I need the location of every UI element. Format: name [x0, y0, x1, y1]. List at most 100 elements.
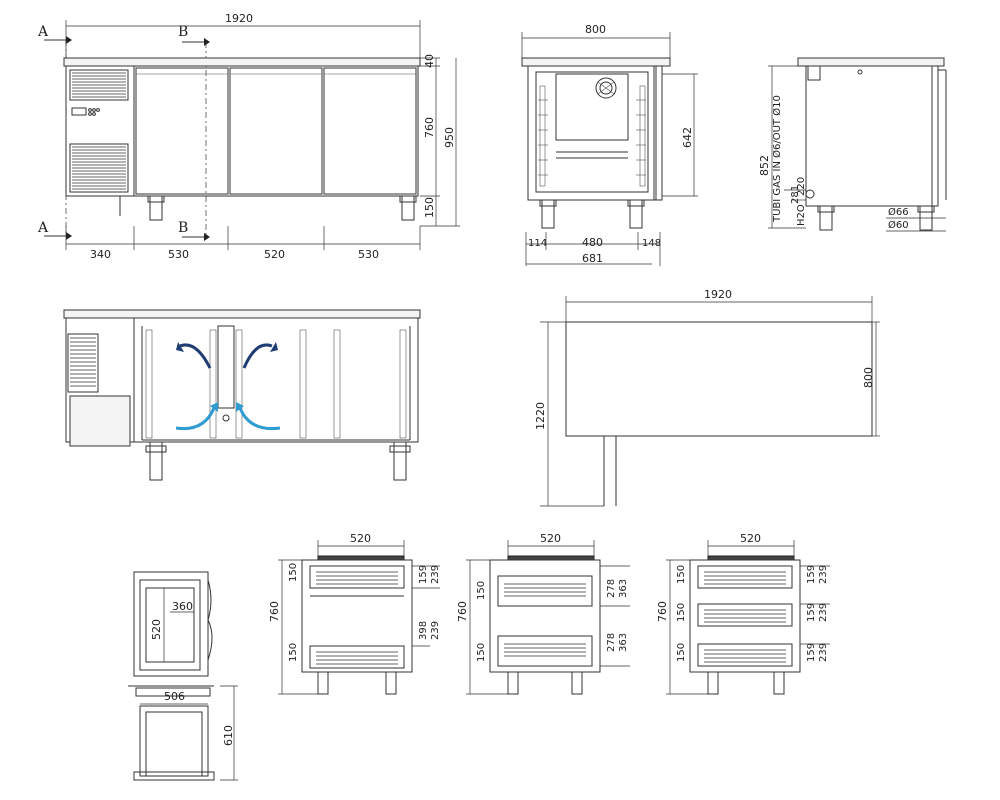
plan-top-outline	[565, 321, 873, 437]
plan-width: 1920	[704, 288, 732, 301]
front-bottom-width-2: 530	[168, 248, 189, 261]
drawer-2-width: 520	[540, 532, 561, 545]
fan-icon	[595, 77, 617, 99]
front-overall-width: 1920	[225, 12, 253, 25]
drawer-2-left-top: 150	[476, 581, 487, 600]
drawer-2-cabinet	[489, 559, 601, 673]
drawer-3-right-4: 239	[818, 603, 829, 622]
drawer-3-height: 760	[656, 601, 669, 622]
drawer-3-right-6: 239	[818, 643, 829, 662]
side-interior-height: 642	[681, 127, 694, 148]
front-body-height: 760	[423, 117, 436, 138]
profile-dim-220: 220	[796, 177, 807, 196]
side-shelf-guides	[538, 85, 646, 187]
plan-view: 1920 800 1220	[534, 288, 880, 507]
plan-depth: 800	[862, 367, 875, 388]
front-bottom-width-1: 340	[90, 248, 111, 261]
front-door-2	[229, 67, 323, 195]
door-base-width: 506	[164, 690, 185, 703]
side-section-view: 800 642 114 480 14	[521, 23, 698, 266]
section-arrow-b-top	[204, 38, 210, 46]
drawer-2-right-2: 363	[618, 579, 629, 598]
front-legs	[119, 195, 417, 221]
section-label-a-bottom: A	[37, 220, 49, 236]
air-out-arrow-right	[242, 343, 273, 369]
drawer-2-left-bottom: 150	[476, 643, 487, 662]
drawer-3-width: 520	[740, 532, 761, 545]
central-air-duct	[217, 325, 235, 409]
drawer-3-right-1: 159	[806, 565, 817, 584]
drawer-1-right-3: 398	[418, 621, 429, 640]
side-worktop	[521, 57, 671, 67]
air-out-arrow-left	[179, 343, 212, 369]
profile-worktop	[797, 57, 945, 67]
side-bottom-1: 114	[528, 238, 547, 249]
drawer-2-bottom	[497, 635, 593, 667]
plan-overall-depth: 1220	[534, 402, 547, 430]
section-label-b-top: B	[178, 24, 188, 40]
profile-dim-281: 281	[790, 185, 801, 204]
drawer-3-right-2: 239	[818, 565, 829, 584]
drawer-2-height: 760	[456, 601, 469, 622]
front-bottom-width-3: 520	[264, 248, 285, 261]
compressor-unit	[69, 395, 131, 447]
door-base-height: 610	[222, 725, 235, 746]
drawer-2-right-3: 278	[606, 633, 617, 652]
drawer-3-right-5: 159	[806, 643, 817, 662]
drawer-3-cabinet	[689, 559, 801, 673]
drawer-3-top	[697, 565, 793, 589]
drawer-1-bottom	[309, 645, 405, 669]
airflow-view	[63, 309, 421, 481]
door-inner-height: 520	[150, 619, 163, 640]
drawer-view-1: 520 760 150 150 159 239 398 239	[268, 532, 441, 695]
front-door-1	[135, 67, 229, 195]
airflow-worktop	[63, 309, 421, 319]
drain-outlet	[805, 189, 815, 199]
drawer-view-2: 520 760 150 150 278 363 278 363	[456, 532, 630, 695]
door-inner-width: 360	[172, 600, 193, 613]
drawer-3-bottom	[697, 643, 793, 667]
drawer-2-right-1: 278	[606, 579, 617, 598]
drawer-1-cabinet	[301, 559, 413, 673]
side-bottom-2: 480	[582, 236, 603, 249]
profile-h2o-label: H2O	[796, 204, 807, 226]
drawer-view-3: 520 760 150 150 150 159 239 159 239 159 …	[656, 532, 830, 695]
section-label-b-bottom: B	[178, 220, 188, 236]
door-frame	[133, 571, 209, 677]
drawer-1-width: 520	[350, 532, 371, 545]
drawer-2-right-4: 363	[618, 633, 629, 652]
front-view: A A B B 1920	[37, 12, 460, 261]
airflow-compressor-grill	[67, 333, 131, 447]
drawer-3-left-2: 150	[676, 603, 687, 622]
air-in-arrow-left	[175, 407, 216, 431]
front-leg-height: 150	[423, 197, 436, 218]
side-base-width: 681	[582, 252, 603, 265]
drawer-1-height: 760	[268, 601, 281, 622]
front-total-height: 950	[443, 127, 456, 148]
profile-height: 852	[758, 155, 771, 176]
section-label-a-top: A	[37, 24, 49, 40]
front-compressor-grill	[69, 69, 129, 193]
profile-gas-label: TUBI GAS IN Ø6/OUT Ø10	[771, 95, 783, 223]
drawer-1-left-top: 150	[288, 563, 299, 582]
section-arrow-b-bottom	[204, 233, 210, 241]
side-body	[527, 65, 657, 201]
airflow-shelf-guides	[145, 325, 407, 439]
section-arrow-a-bottom	[66, 232, 72, 240]
section-arrow-a-top	[66, 36, 72, 44]
profile-body	[805, 65, 939, 207]
profile-view: 852 TUBI GAS IN Ø6/OUT Ø10 281 220 H2O Ø…	[758, 57, 947, 232]
drawer-1-right-4: 239	[430, 621, 441, 640]
air-in-arrow-right	[238, 407, 281, 431]
front-door-3	[323, 67, 417, 195]
airflow-body	[65, 317, 419, 443]
profile-diam-60: Ø60	[888, 219, 909, 231]
evaporator	[555, 73, 629, 141]
drawer-3-middle	[697, 603, 793, 627]
front-bottom-width-4: 530	[358, 248, 379, 261]
front-body	[65, 65, 419, 197]
control-display	[71, 107, 87, 116]
front-top-thickness: 40	[423, 54, 436, 68]
front-worktop	[63, 57, 421, 67]
